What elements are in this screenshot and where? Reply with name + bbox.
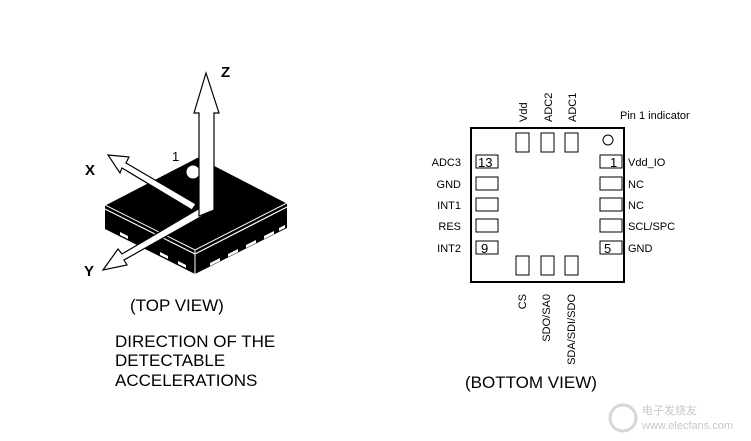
description-line: DETECTABLE — [115, 351, 225, 370]
pin-label: SDO/SA0 — [541, 294, 553, 342]
pin-label: NC — [628, 200, 644, 212]
axis-y-label: Y — [84, 263, 94, 280]
pin-label: SCL/SPC — [628, 221, 675, 233]
watermark-title: 电子发烧友 — [642, 403, 697, 417]
pad-number-9: 9 — [481, 241, 488, 256]
description-line: ACCELERATIONS — [115, 371, 257, 390]
package-outline — [470, 127, 625, 283]
pads — [475, 132, 623, 276]
pad-number-13: 13 — [478, 155, 492, 170]
watermark-url: www.elecfans.com — [641, 420, 733, 432]
pin-label: ADC1 — [567, 93, 579, 122]
pad-number-5: 5 — [604, 241, 611, 256]
watermark: 电子发烧友 www.elecfans.com — [608, 403, 733, 433]
pad-number-1: 1 — [610, 155, 617, 170]
pin-label: Vdd_IO — [628, 157, 666, 169]
z-axis-arrow — [193, 70, 220, 217]
axis-x-label: X — [85, 162, 95, 179]
description-line: DIRECTION OF THE — [115, 332, 275, 351]
axis-z-label: Z — [221, 64, 230, 81]
x-axis-arrow — [106, 154, 197, 211]
pin-label: INT2 — [437, 243, 461, 255]
pin1-dot — [186, 165, 200, 179]
pin-label: CS — [517, 294, 529, 309]
pin-label: INT1 — [437, 200, 461, 212]
pin-label: GND — [628, 243, 653, 255]
pin-label: Vdd — [518, 102, 530, 122]
pin1-indicator-label: Pin 1 indicator — [620, 110, 690, 122]
pin-label: SDA/SDI/SDO — [566, 294, 578, 365]
pin-label: RES — [438, 221, 461, 233]
pin1-indicator-circle — [602, 134, 614, 146]
watermark-logo-icon — [608, 403, 638, 433]
pin1-marker-label: 1 — [172, 149, 179, 164]
pin-label: NC — [628, 179, 644, 191]
bottom-view-caption: (BOTTOM VIEW) — [465, 373, 597, 392]
chip-right-side — [195, 203, 287, 274]
pin-label: GND — [437, 179, 462, 191]
chip-side-pads — [120, 225, 285, 268]
y-axis-arrow — [101, 207, 205, 271]
top-view-caption: (TOP VIEW) — [130, 296, 224, 315]
pin-label: ADC3 — [432, 157, 461, 169]
pin-label: ADC2 — [543, 93, 555, 122]
